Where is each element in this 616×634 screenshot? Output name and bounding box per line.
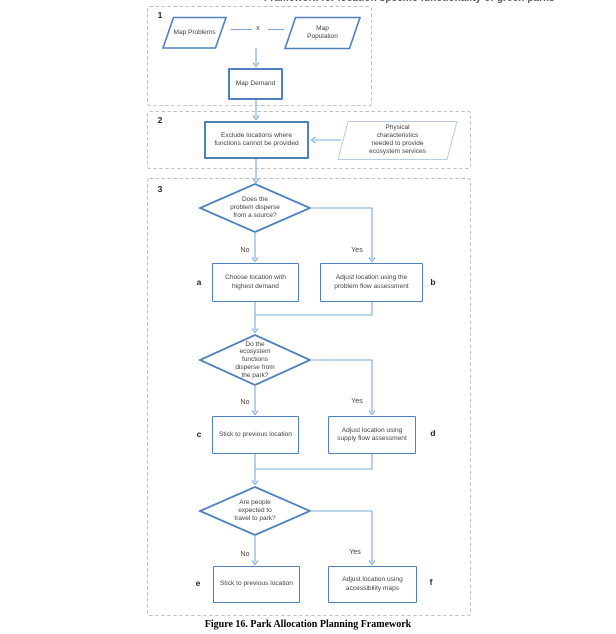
arrowhead-box-e — [251, 560, 259, 566]
arrowhead-box-f — [368, 560, 376, 566]
arrowhead-decision1 — [252, 178, 260, 184]
decision2-no-label: No — [240, 399, 250, 406]
map-demand-box: Map Demand — [228, 68, 283, 100]
section-1-frame — [147, 6, 372, 106]
arrowhead-exclude-right — [310, 136, 316, 144]
arrowhead-decision3 — [251, 480, 259, 486]
decision-1-text: Does the problem disperse from a source? — [230, 196, 280, 219]
decision3-no-label: No — [240, 551, 250, 558]
map-problems-text: Map Problems — [173, 28, 216, 36]
arrow-decision2-yes — [310, 359, 373, 412]
section-3-frame — [147, 178, 471, 616]
decision1-no-label: No — [240, 247, 250, 254]
decision-2-text: Do the ecosystem functions disperse from… — [235, 340, 275, 379]
box-d-adjust-supply-flow: Adjust location using supply flow assess… — [328, 416, 416, 454]
box-c-stick-previous: Stick to previous location — [212, 416, 299, 454]
physical-characteristics-parallelogram — [337, 121, 458, 160]
exclude-locations-box: Exclude locations where functions cannot… — [204, 121, 309, 159]
section-3-number: 3 — [157, 184, 163, 194]
arrowhead-box-d — [368, 410, 376, 416]
map-problems-parallelogram — [161, 16, 228, 49]
box-e-stick-previous: Stick to previous location — [213, 566, 300, 603]
connector-b-merge — [255, 302, 373, 316]
arrowhead-decision2 — [251, 328, 259, 334]
clipped-document-title: Framework for location specific function… — [264, 0, 555, 4]
decision3-yes-label: Yes — [349, 549, 361, 556]
decision-3-text: Are people expected to travel to park? — [234, 499, 276, 522]
label-f: f — [429, 577, 433, 587]
section-2-number: 2 — [157, 115, 163, 125]
arrowhead-box-b — [368, 257, 376, 263]
box-a-choose-location: Choose location with highest demand — [212, 263, 299, 302]
label-e: e — [195, 578, 201, 588]
physical-characteristics-text: Physical characteristics needed to provi… — [369, 124, 426, 155]
multiply-sign: x — [256, 25, 260, 32]
section-2-frame — [147, 111, 471, 169]
label-c: c — [196, 429, 202, 439]
box-f-adjust-accessibility: Adjust location using accessibility maps — [328, 566, 417, 603]
arrowhead-exclude — [252, 115, 260, 121]
map-population-parallelogram — [283, 16, 362, 50]
decision1-yes-label: Yes — [351, 247, 363, 254]
label-d: d — [430, 428, 436, 438]
arrowhead-box-a — [251, 257, 259, 263]
label-b: b — [430, 277, 436, 287]
arrowhead-box-c — [251, 410, 259, 416]
arrowhead-map-demand — [252, 62, 260, 68]
figure-caption: Figure 16. Park Allocation Planning Fram… — [204, 619, 412, 630]
box-b-adjust-problem-flow: Adjust location using the problem flow a… — [320, 263, 423, 302]
arrow-decision3-yes — [310, 510, 373, 562]
decision2-yes-label: Yes — [351, 398, 363, 405]
map-population-text: Map Population — [307, 24, 338, 40]
label-a: a — [196, 277, 202, 287]
section-1-number: 1 — [157, 10, 163, 20]
arrow-decision1-yes — [310, 207, 373, 259]
connector-d-merge — [255, 454, 373, 470]
